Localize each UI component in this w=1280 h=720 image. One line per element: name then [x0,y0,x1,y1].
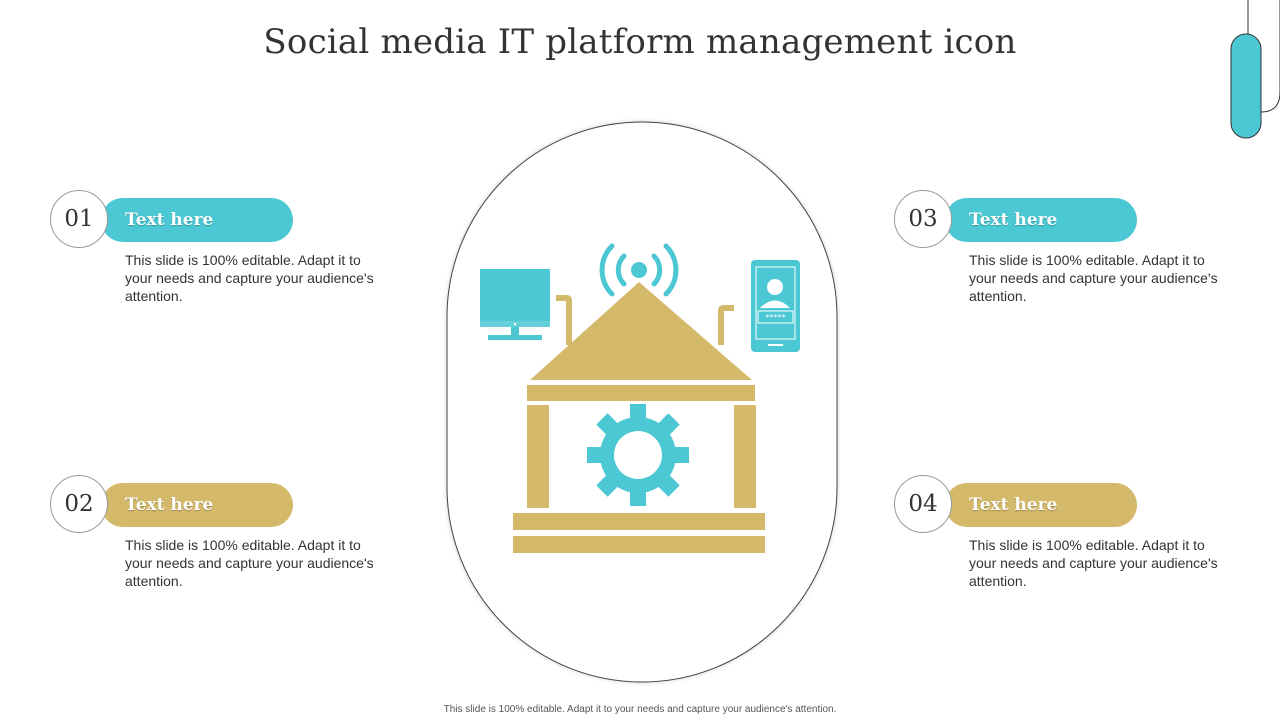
item-number-badge: 01 [50,190,108,248]
item-description: This slide is 100% editable. Adapt it to… [125,537,374,589]
smartphone-icon: ***** [751,260,800,352]
svg-text:*****: ***** [766,313,786,322]
item-label-pill[interactable]: Text here [101,483,293,527]
gear-icon [587,404,689,506]
center-illustration: ***** [446,121,838,683]
footer-note: This slide is 100% editable. Adapt it to… [443,704,837,715]
item-label-pill[interactable]: Text here [945,198,1137,242]
page-title: Social media IT platform management icon [263,22,1017,62]
stadium-frame [446,121,838,683]
item-description: This slide is 100% editable. Adapt it to… [969,252,1218,304]
item-label-pill[interactable]: Text here [945,483,1137,527]
house-icon [513,282,765,553]
item-label-pill[interactable]: Text here [101,198,293,242]
item-description: This slide is 100% editable. Adapt it to… [969,537,1218,589]
item-number-badge: 04 [894,475,952,533]
wifi-signal-icon [599,243,679,297]
item-number-badge: 03 [894,190,952,248]
item-number-badge: 02 [50,475,108,533]
monitor-icon [480,269,550,340]
item-description: This slide is 100% editable. Adapt it to… [125,252,374,304]
hanging-tag-decoration [1230,0,1280,139]
